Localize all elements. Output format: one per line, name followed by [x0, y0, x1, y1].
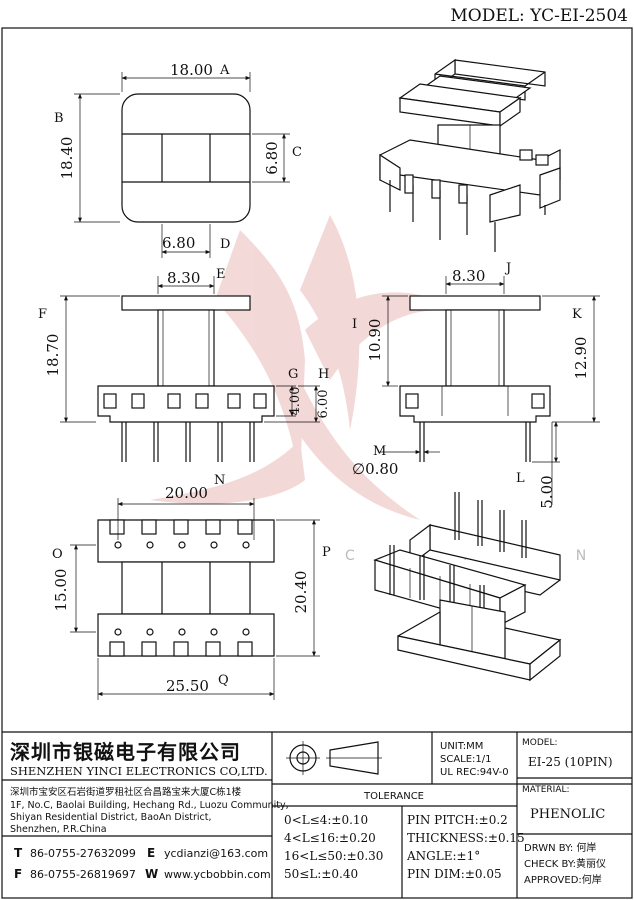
dim-A-value: 18.00	[170, 61, 213, 79]
dim-Q-value: 25.50	[166, 677, 209, 695]
dim-B-value: 18.40	[58, 137, 76, 180]
approved-by: APPROVED:何岸	[524, 873, 602, 886]
fax-label: F	[14, 867, 22, 881]
tol-right-0: PIN PITCH:±0.2	[407, 813, 508, 827]
email-label: E	[147, 846, 155, 860]
dim-L-value: 5.00	[538, 475, 556, 508]
dim-O-letter: O	[52, 547, 63, 562]
dim-I-letter: I	[352, 317, 357, 332]
dim-P-letter: P	[322, 545, 331, 560]
dim-C-letter: C	[292, 145, 302, 160]
dim-M-letter: M	[373, 444, 386, 459]
dim-G-letter: G	[288, 367, 298, 382]
dim-C-value: 6.80	[263, 141, 281, 174]
dim-F-letter: F	[38, 307, 47, 322]
dim-H-value: 6.00	[316, 390, 331, 419]
dim-P-value: 20.40	[292, 571, 310, 614]
dim-D-letter: D	[220, 237, 230, 252]
material-label: MATERIAL:	[522, 785, 570, 795]
material-value: PHENOLIC	[530, 807, 605, 822]
dim-Q-letter: Q	[218, 673, 229, 688]
web-label: W	[145, 867, 158, 881]
company-name-en: SHENZHEN YINCI ELECTRONICS CO,LTD.	[10, 764, 268, 778]
side-view	[380, 276, 600, 505]
tol-right-2: ANGLE:±1°	[406, 849, 480, 863]
address-en-1: 1F, No.C, Baolai Building, Hechang Rd., …	[10, 800, 289, 811]
tel-value: 86-0755-27632099	[30, 847, 136, 860]
tol-left-0: 0<L≤4:±0.10	[284, 813, 368, 827]
drawn-by: DRWN BY: 何岸	[524, 841, 596, 854]
projection-symbol-icon	[286, 741, 382, 775]
isometric-view-upper	[379, 58, 561, 252]
dim-O-value: 15.00	[52, 569, 70, 612]
company-name-cn: 深圳市银磁电子有限公司	[10, 740, 241, 764]
address-en-2: Shiyan Residential District, BaoAn Distr…	[10, 812, 212, 823]
address-cn: 深圳市宝安区石岩街道罗租社区合昌路宝来大厦C栋1楼	[10, 786, 242, 798]
model-label: MODEL:	[522, 738, 558, 748]
scale-label: SCALE:1/1	[440, 754, 492, 765]
isometric-view-lower	[373, 492, 562, 682]
dim-J-value: 8.30	[452, 267, 485, 285]
dim-E-letter: E	[216, 267, 226, 282]
dim-K-letter: K	[572, 307, 582, 322]
dim-B-letter: B	[54, 111, 64, 126]
tol-left-2: 16<L≤50:±0.30	[284, 849, 383, 863]
dim-N-letter: N	[214, 473, 225, 488]
model-header: MODEL: YC-EI-2504	[450, 6, 628, 26]
watermark-logo	[150, 215, 470, 520]
dim-F-value: 18.70	[44, 334, 62, 377]
tol-right-1: THICKNESS:±0.15	[407, 831, 525, 845]
email-value: ycdianzi@163.com	[164, 847, 268, 860]
sheet-border	[1, 27, 633, 899]
fax-value: 86-0755-26819697	[30, 868, 136, 881]
check-by: CHECK BY:黄丽仪	[524, 857, 606, 870]
title-block	[2, 731, 632, 898]
dim-E-value: 8.30	[167, 269, 200, 287]
tol-left-3: 50≤L:±0.40	[284, 867, 358, 881]
dim-D-value: 6.80	[162, 234, 195, 252]
bottom-view	[70, 498, 320, 700]
top-view	[74, 72, 290, 258]
web-value: www.ycbobbin.com	[164, 868, 271, 881]
dim-I-value: 10.90	[366, 319, 384, 362]
dim-G-value: 4.00	[288, 387, 303, 416]
tolerance-title: TOLERANCE	[363, 791, 424, 802]
tol-left-1: 4<L≤16:±0.20	[284, 831, 376, 845]
dim-H-letter: H	[318, 367, 329, 382]
address-en-3: Shenzhen, P.R.China	[10, 824, 107, 835]
tel-label: T	[14, 846, 23, 860]
dim-A-letter: A	[219, 63, 230, 78]
dim-L-letter: L	[516, 471, 525, 486]
dim-J-letter: J	[504, 261, 511, 276]
model-value: EI-25 (10PIN)	[528, 755, 613, 769]
dim-K-value: 12.90	[572, 337, 590, 380]
dim-M-value: ∅0.80	[352, 460, 398, 478]
dim-N-value: 20.00	[165, 484, 208, 502]
tol-right-3: PIN DIM:±0.05	[407, 867, 502, 881]
ul-label: UL REC:94V-0	[440, 767, 509, 778]
unit-label: UNIT:MM	[440, 741, 483, 752]
front-view	[60, 276, 320, 462]
